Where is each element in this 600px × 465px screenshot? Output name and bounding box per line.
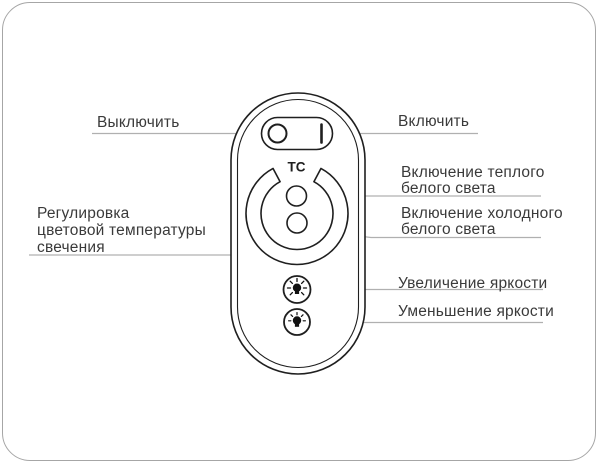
label-brightness-up: Увеличение яркости bbox=[398, 275, 548, 292]
label-on: Включить bbox=[398, 113, 470, 130]
color-temperature-dial bbox=[245, 167, 349, 266]
label-brightness-down: Уменьшение яркости bbox=[398, 303, 554, 320]
power-off-symbol bbox=[267, 123, 288, 144]
brightness-up-bulb-icon bbox=[286, 277, 308, 296]
label-off: Выключить bbox=[97, 114, 180, 131]
brightness-down-bulb-icon bbox=[288, 312, 306, 327]
label-warm-white: Включение теплого белого света bbox=[401, 164, 545, 197]
tc-dial-label: TC bbox=[288, 160, 306, 175]
cold-white-button bbox=[286, 212, 308, 234]
warm-white-button bbox=[285, 185, 308, 207]
label-color-temperature: Регулировка цветовой температуры свечени… bbox=[37, 205, 206, 256]
label-cold-white: Включение холодного белого света bbox=[401, 205, 563, 238]
